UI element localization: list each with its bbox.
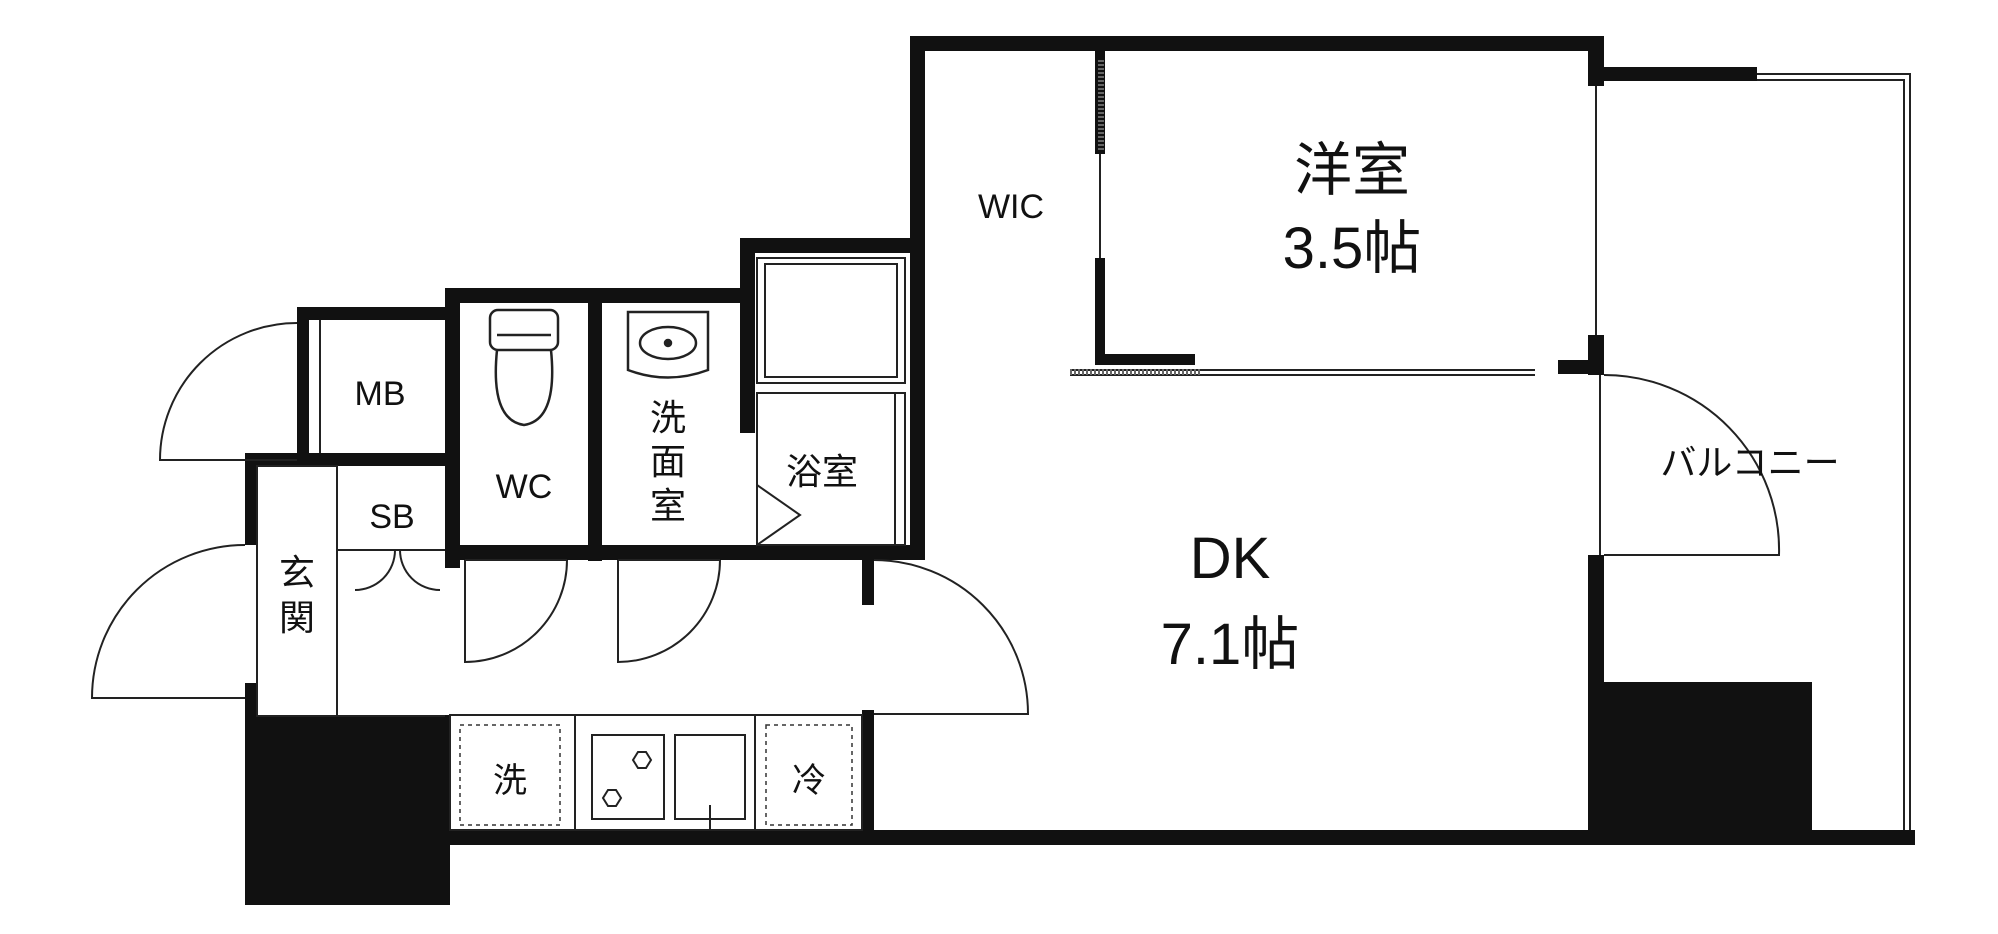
doors (90, 322, 1781, 715)
balcony-label: バルコニー (1660, 442, 1839, 483)
wic-label: WIC (978, 188, 1044, 226)
fridge-label: 冷 (792, 762, 826, 800)
thin-lines (256, 86, 1601, 831)
washroom-label-2: 面 (650, 441, 686, 482)
dk-room-name: DK (1190, 526, 1271, 591)
washroom-label-1: 洗 (650, 397, 686, 438)
wc-label: WC (496, 468, 553, 506)
walls (245, 36, 1915, 905)
sink-icon (626, 310, 710, 379)
washer-space (459, 724, 561, 826)
kitchen-sink-icon (674, 734, 746, 830)
stove-icon (591, 734, 665, 820)
western-room-size: 3.5帖 (1283, 216, 1422, 281)
washer-label: 洗 (493, 762, 527, 800)
bath-label: 浴室 (786, 451, 858, 492)
toilet-icon (488, 308, 560, 427)
dk-room-size: 7.1帖 (1161, 612, 1300, 677)
fridge-space (765, 724, 853, 826)
sb-label: SB (369, 498, 414, 536)
mb-label: MB (355, 375, 406, 413)
washroom-label-3: 室 (650, 485, 686, 526)
entrance-label-1: 玄 (279, 552, 315, 593)
entrance-label-2: 関 (279, 597, 315, 638)
sliding-partitions (1070, 60, 1200, 375)
western-room-name: 洋室 (1294, 138, 1410, 203)
